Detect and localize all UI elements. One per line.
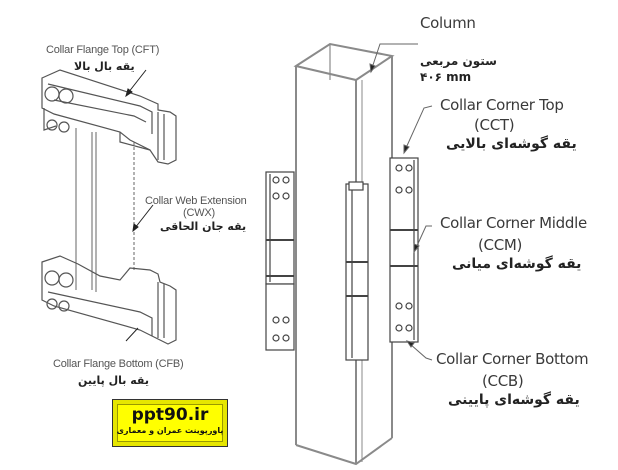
- cct-label-fa: یقه گوشه‌ای بالایی: [446, 136, 577, 152]
- cft-label-fa: یقه بال بالا: [74, 60, 135, 73]
- collar-corner-center: [345, 181, 369, 361]
- ccm-label-en: Collar Corner Middle: [440, 214, 587, 232]
- ccb-label-en: Collar Corner Bottom: [436, 350, 589, 368]
- cwx-label-abbr: (CWX): [183, 207, 215, 219]
- cct-label-abbr: (CCT): [474, 116, 515, 134]
- leader-lines-right: [369, 43, 433, 361]
- cwx-label-en: Collar Web Extension: [145, 195, 247, 207]
- ccb-label-fa: یقه گوشه‌ای پایینی: [448, 392, 580, 408]
- collar-flange-top-drawing: [41, 69, 177, 165]
- collar-flange-bottom-drawing: [41, 255, 177, 345]
- cfb-label-en: Collar Flange Bottom (CFB): [53, 358, 184, 370]
- ccb-label-abbr: (CCB): [482, 372, 524, 390]
- ccm-label-abbr: (CCM): [478, 236, 523, 254]
- column-size: ۴۰۶ mm: [420, 70, 472, 84]
- collar-corner-left: [265, 171, 295, 351]
- column-label-fa: ستون مربعی: [420, 54, 497, 68]
- cfb-label-fa: یقه بال پایین: [78, 374, 149, 387]
- square-column-drawing: [293, 42, 395, 466]
- watermark-site: ppt90.ir: [131, 405, 209, 425]
- column-label-en: Column: [420, 14, 476, 32]
- watermark-badge: ppt90.ir پاورپوینت عمران و معماری: [112, 399, 228, 447]
- cft-label-en: Collar Flange Top (CFT): [46, 44, 160, 56]
- watermark-tagline: پاورپوینت عمران و معماری: [116, 426, 224, 435]
- cwx-label-fa: یقه جان الحاقی: [160, 220, 247, 233]
- ccm-label-fa: یقه گوشه‌ای میانی: [452, 256, 582, 272]
- leader-lines-left: [125, 69, 154, 342]
- cct-label-en: Collar Corner Top: [440, 96, 564, 114]
